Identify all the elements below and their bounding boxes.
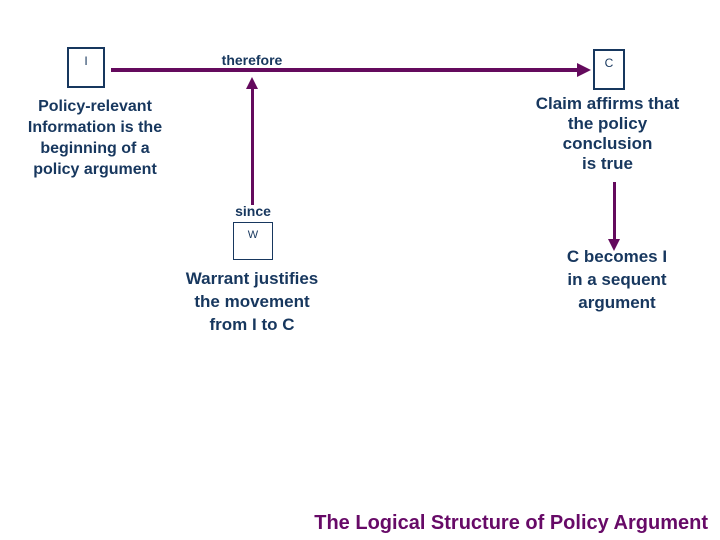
claim-node-label: C — [604, 56, 614, 70]
claim-annotation: Claim affirms that the policy conclusion… — [535, 94, 680, 173]
warrant-annotation: Warrant justifies the movement from I to… — [185, 269, 319, 334]
warrant-node-box: W — [233, 222, 273, 260]
therefore-arrow-line — [111, 68, 577, 72]
arrowhead-right-icon — [577, 63, 591, 77]
arrowhead-up-icon — [246, 77, 258, 89]
arrowhead-down-icon — [608, 239, 620, 251]
information-annotation: Policy-relevant Information is the begin… — [27, 98, 163, 178]
since-label: since — [235, 203, 271, 219]
slide-title: The Logical Structure of Policy Argument — [314, 512, 708, 534]
therefore-label: therefore — [221, 52, 283, 68]
warrant-node-label: W — [247, 229, 259, 241]
claim-node-box: C — [593, 49, 625, 90]
information-node-label: I — [84, 54, 88, 68]
warrant-arrow-line — [251, 88, 254, 205]
claim-arrow-line — [613, 182, 616, 240]
information-node-box: I — [67, 47, 105, 88]
sequent-annotation: C becomes I in a sequent argument — [566, 247, 668, 312]
